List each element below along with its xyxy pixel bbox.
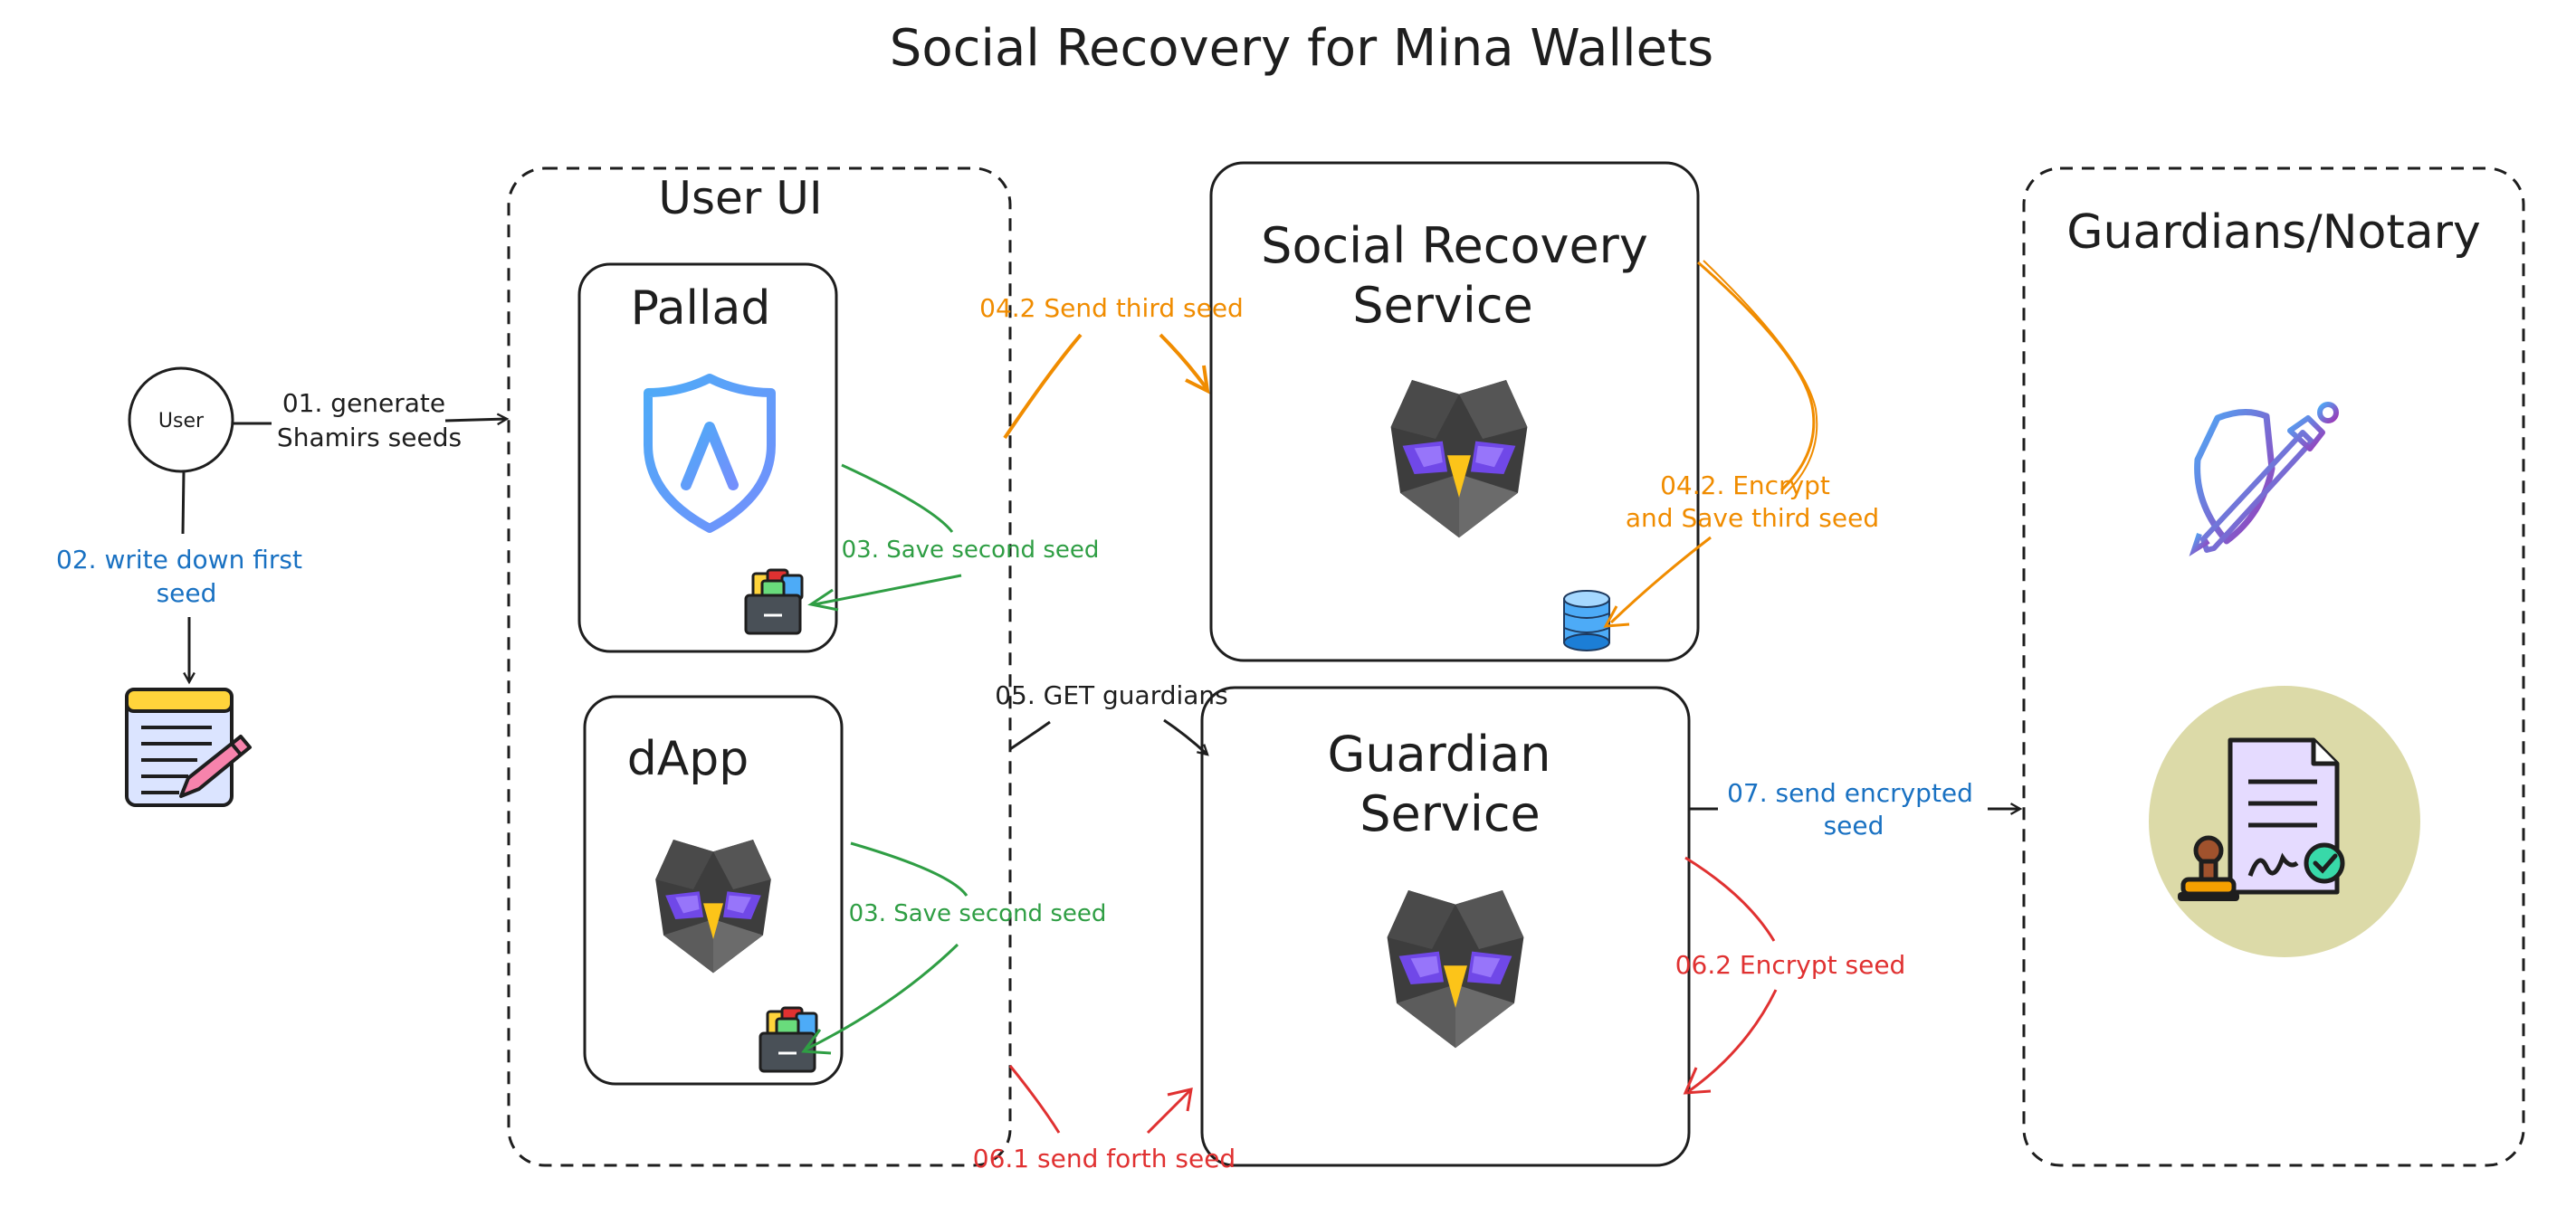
guardian-service-label-line1: Guardian (1327, 726, 1550, 783)
edge-03-pallad: 03. Save second seed (807, 463, 1100, 612)
edge-02-write-down: 02. write down first seed (56, 470, 302, 682)
owl-logo-icon (1387, 890, 1524, 1049)
edge-07-label-line2: seed (1824, 811, 1884, 841)
edge-04-encrypt-third-seed: 04.2. Encrypt and Save third seed (1603, 260, 1879, 628)
dapp-client: dApp (583, 695, 844, 1086)
social-recovery-service-label-line1: Social Recovery (1261, 217, 1648, 274)
edge-05-label: 05. GET guardians (995, 680, 1228, 710)
edge-07-send-encrypted-seed: 07. send encrypted seed (1689, 778, 2020, 841)
user-label: User (158, 410, 205, 432)
edge-06-send-forth-seed: 06.1 send forth seed (973, 1065, 1236, 1173)
edge-03-dapp: 03. Save second seed (801, 841, 1107, 1055)
owl-logo-icon (1390, 380, 1528, 538)
diagram-title: Social Recovery for Mina Wallets (890, 19, 1713, 78)
edge-02-label-line1: 02. write down first (56, 545, 302, 575)
edge-04-send-third-seed: 04.2 Send third seed (979, 293, 1244, 440)
edge-01-generate: 01. generate Shamirs seeds (234, 388, 507, 452)
social-recovery-service: Social Recovery Service (1209, 161, 1700, 662)
edge-07-label-line1: 07. send encrypted (1727, 778, 1973, 808)
guardian-service: Guardian Service (1200, 686, 1691, 1167)
edge-03-pallad-label: 03. Save second seed (842, 537, 1100, 564)
owl-logo-icon (655, 840, 771, 974)
notarized-document-icon (2149, 686, 2420, 957)
shield-sword-icon (2189, 402, 2339, 556)
pallad-wallet: Pallad (577, 262, 838, 653)
shield-logo-icon (644, 374, 776, 533)
guardian-service-label-line2: Service (1360, 785, 1541, 842)
social-recovery-service-label-line2: Service (1352, 277, 1533, 334)
edge-03-dapp-label: 03. Save second seed (849, 900, 1107, 927)
guardians-notary-label: Guardians/Notary (2066, 205, 2481, 260)
user-ui-group: User UI (507, 166, 1012, 1167)
user-actor: User (128, 366, 234, 473)
edge-06-send-label: 06.1 send forth seed (973, 1144, 1236, 1173)
edge-06-encrypt-label: 06.2 Encrypt seed (1675, 950, 1906, 980)
pallad-label: Pallad (631, 281, 771, 336)
user-ui-label: User UI (658, 172, 822, 224)
edge-02-label-line2: seed (157, 578, 217, 608)
file-cabinet-icon (744, 568, 804, 635)
database-icon (1563, 590, 1610, 651)
edge-01-label-line2: Shamirs seeds (277, 423, 462, 452)
edge-06-encrypt-seed: 06.2 Encrypt seed (1675, 856, 1906, 1095)
edge-01-label-line1: 01. generate (282, 388, 445, 418)
notepad-pencil-icon (125, 688, 252, 807)
edge-04-encrypt-label-line2: and Save third seed (1626, 503, 1879, 533)
edge-04-send-label: 04.2 Send third seed (979, 293, 1244, 323)
dapp-label: dApp (627, 732, 749, 786)
guardians-notary-group: Guardians/Notary (2022, 166, 2525, 1167)
file-cabinet-icon (758, 1006, 818, 1073)
edge-05-get-guardians: 05. GET guardians (995, 680, 1228, 755)
edge-04-encrypt-label-line1: 04.2. Encrypt (1660, 470, 1830, 500)
